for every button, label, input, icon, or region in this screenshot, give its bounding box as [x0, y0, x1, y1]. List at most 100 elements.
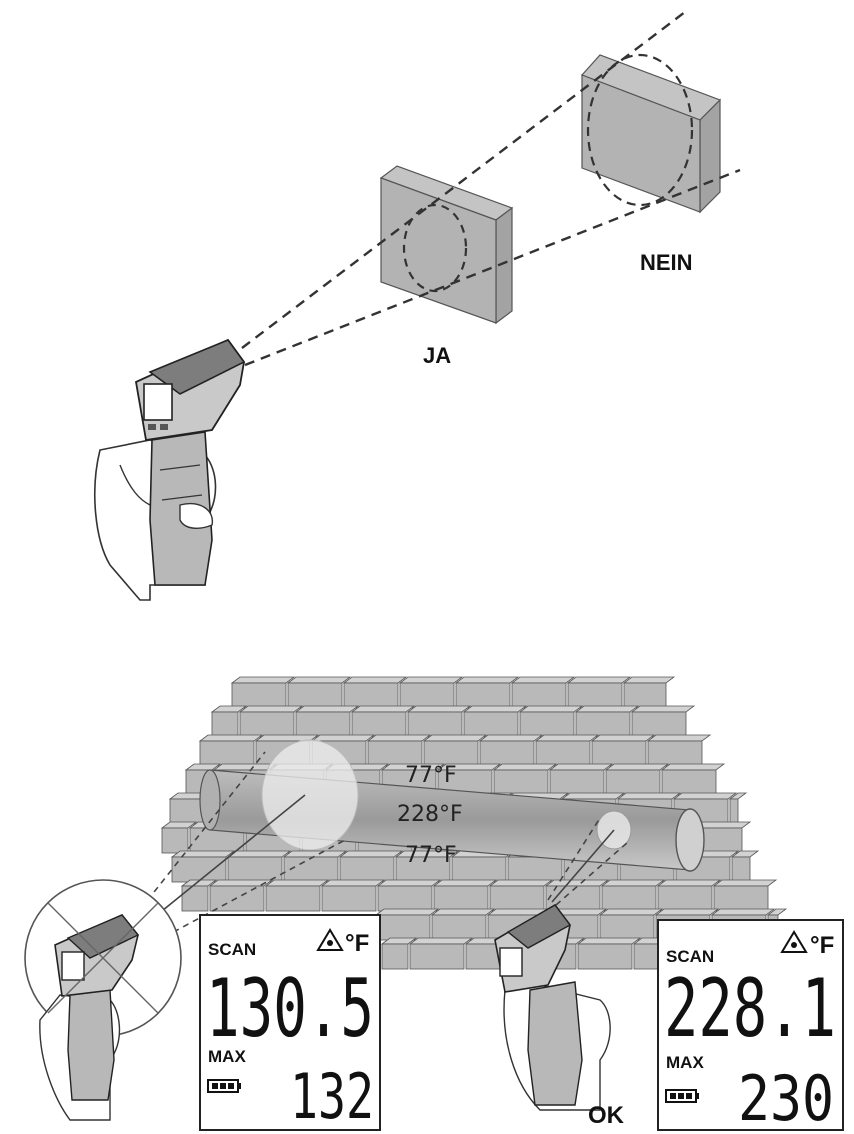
brick-top	[294, 705, 360, 713]
brick-top	[630, 705, 696, 713]
brick	[647, 740, 703, 767]
brick-top	[282, 850, 348, 858]
brick-top	[366, 734, 432, 742]
brick	[507, 856, 563, 883]
wide-measure-spot	[261, 739, 359, 851]
display-right: SCAN °F 228.1 MAX 230	[657, 919, 844, 1134]
brick	[463, 711, 519, 738]
laser-warning-icon	[316, 928, 344, 951]
brick	[407, 711, 463, 738]
brick-top	[350, 705, 416, 713]
brick	[493, 769, 549, 796]
brick-top	[604, 763, 670, 771]
brick-top	[226, 850, 292, 858]
brick	[661, 769, 717, 796]
brick	[321, 885, 377, 912]
brick-top	[454, 676, 520, 684]
brick	[713, 885, 769, 912]
brick	[433, 885, 489, 912]
brick	[375, 914, 431, 941]
brick	[395, 856, 451, 883]
brick	[591, 740, 647, 767]
pipe-temp: 228°F	[397, 802, 463, 827]
brick-top	[492, 763, 558, 771]
brick-top	[478, 734, 544, 742]
display-right-mode: SCAN	[666, 947, 714, 966]
brick-top	[374, 908, 440, 916]
brick	[657, 885, 713, 912]
brick	[631, 711, 687, 738]
brick	[409, 943, 465, 970]
near-target-box	[379, 165, 514, 325]
brick-top	[576, 937, 642, 945]
bottom-section: 77°F 228°F 77°F SCAN	[24, 676, 844, 1134]
brick	[295, 711, 351, 738]
brick-top	[208, 879, 274, 887]
brick	[199, 740, 255, 767]
brick	[633, 943, 659, 970]
brick	[731, 856, 751, 883]
brick	[605, 769, 661, 796]
ok-label: OK	[588, 1102, 625, 1129]
brick-top	[600, 879, 666, 887]
measurement-cone	[241, 11, 741, 367]
laser-warning-icon-right	[780, 930, 808, 953]
brick-top	[710, 908, 776, 916]
brick-top	[320, 879, 386, 887]
brick-top	[264, 879, 330, 887]
brick	[519, 711, 575, 738]
display-left-unit: °F	[345, 930, 369, 957]
brick	[287, 682, 343, 709]
brick	[567, 682, 623, 709]
brick	[381, 943, 409, 970]
brick-top	[422, 734, 488, 742]
battery-icon	[207, 1079, 241, 1093]
brick	[343, 682, 399, 709]
brick	[455, 682, 511, 709]
brick	[489, 885, 545, 912]
brick-top	[656, 879, 722, 887]
brick	[577, 943, 633, 970]
brick-top	[488, 879, 554, 887]
brick-top	[510, 676, 576, 684]
brick	[339, 856, 395, 883]
ir-thermometer-top	[94, 338, 246, 601]
top-section: JA NEIN	[94, 11, 741, 601]
brick-top	[406, 705, 472, 713]
brick	[423, 740, 479, 767]
thermometer-screen	[143, 383, 173, 421]
brick	[367, 740, 423, 767]
brick-top	[238, 705, 304, 713]
brick	[549, 769, 605, 796]
brick	[599, 914, 655, 941]
brick-top	[338, 850, 404, 858]
brick	[729, 798, 739, 825]
brick-top	[654, 908, 720, 916]
brick-top	[170, 850, 236, 858]
brick-top	[672, 792, 738, 800]
battery-icon-right	[665, 1089, 699, 1103]
brick-top	[590, 734, 656, 742]
brick	[377, 885, 433, 912]
brick-top	[544, 879, 610, 887]
brick	[161, 827, 189, 854]
brick-top	[408, 937, 474, 945]
brick-top	[548, 763, 614, 771]
brick	[399, 682, 455, 709]
near-measure-spot	[402, 203, 468, 293]
brick	[451, 856, 507, 883]
label-yes: JA	[423, 343, 451, 368]
brick	[511, 682, 567, 709]
brick	[231, 682, 287, 709]
brick	[623, 682, 667, 709]
far-target-box	[580, 54, 722, 214]
right-measurement-cone	[547, 817, 629, 906]
display-left: SCAN °F 130.5 MAX 132	[199, 914, 381, 1133]
display-left-max-value: 132	[290, 1060, 374, 1133]
brick	[601, 885, 657, 912]
brick	[351, 711, 407, 738]
brick	[265, 885, 321, 912]
brick-top	[198, 734, 264, 742]
brick-top	[560, 792, 626, 800]
display-right-max-label: MAX	[666, 1053, 704, 1072]
